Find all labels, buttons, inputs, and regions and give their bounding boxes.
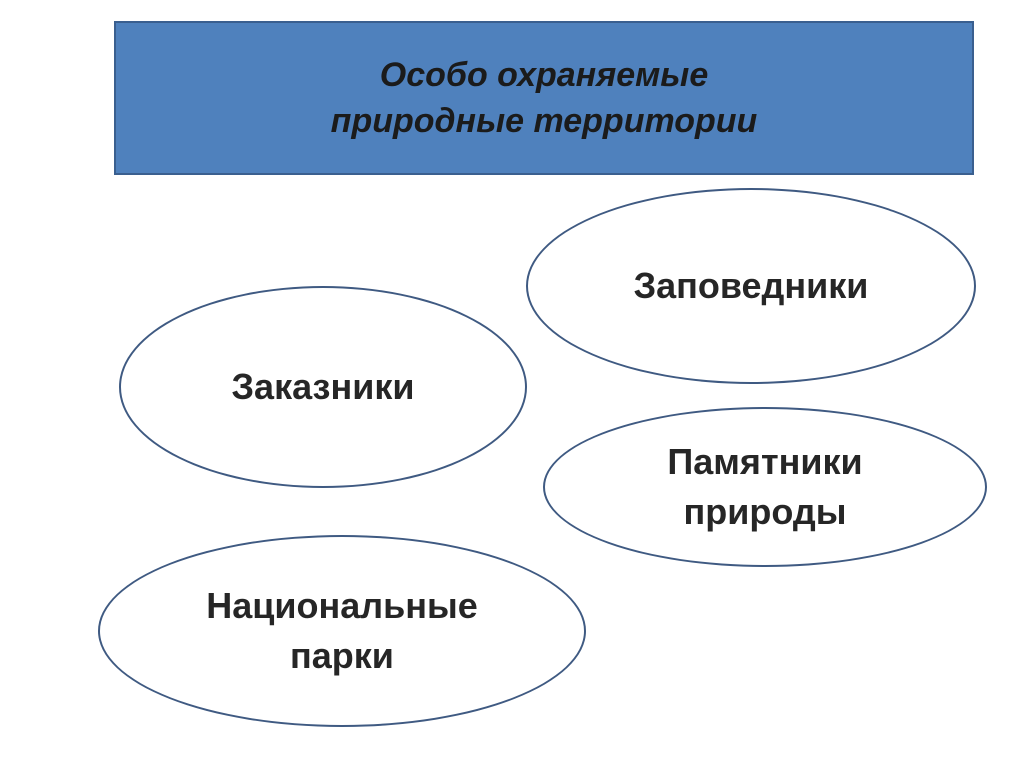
node-label: Национальные парки <box>206 585 478 676</box>
node-zapovedniki: Заповедники <box>526 188 976 384</box>
node-label: Заказники <box>231 366 415 407</box>
node-label: Заповедники <box>633 265 869 306</box>
title-box: Особо охраняемые природные территории <box>114 21 974 175</box>
node-zakazniki: Заказники <box>119 286 527 488</box>
node-label: Памятники природы <box>667 441 863 532</box>
node-pamyatniki-prirody: Памятники природы <box>543 407 987 567</box>
diagram-title: Особо охраняемые природные территории <box>330 56 758 140</box>
node-natsionalnye-parki: Национальные парки <box>98 535 586 727</box>
